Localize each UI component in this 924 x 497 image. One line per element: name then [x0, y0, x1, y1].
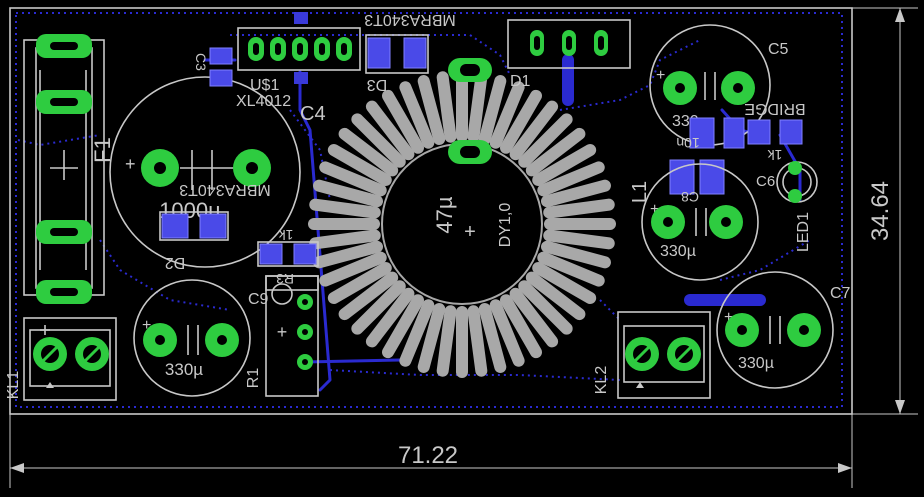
width-dimension-label: 71.22	[398, 442, 458, 469]
inductor-value-label: 47µ	[432, 196, 457, 233]
kl1-label: KL1	[5, 371, 22, 400]
c8-label: C8	[681, 189, 699, 205]
c2-value-label: 330µ	[165, 360, 203, 379]
inductor-center-mark: +	[464, 221, 476, 243]
diode-d3	[365, 34, 429, 74]
r1-label: R1	[245, 368, 262, 389]
kl2-label: KL2	[593, 366, 610, 395]
d2-label: D2	[165, 254, 186, 271]
c4-label: C4	[300, 103, 326, 125]
inductor-name-label: DY1,0	[497, 203, 514, 248]
board-outline	[9, 7, 853, 415]
svg-text:+: +	[656, 67, 665, 84]
svg-text:+: +	[142, 317, 151, 334]
capacitor-c5: +	[649, 24, 771, 146]
fuse-f1	[23, 34, 105, 304]
svg-text:+: +	[125, 154, 136, 174]
capacitor-value-label: 10n	[676, 135, 699, 151]
u1-chip-label: XL4012	[236, 93, 291, 110]
svg-text:+: +	[724, 309, 733, 326]
capacitor-c2: +	[133, 279, 251, 397]
r3-label: R3	[276, 271, 294, 287]
bridge-label: BRIDGE	[744, 100, 805, 117]
r2-value-label: 1k	[767, 147, 783, 163]
r3-value-label: 1k	[278, 227, 294, 243]
bridge-parts	[669, 117, 803, 195]
toroidal-inductor	[308, 70, 616, 378]
resistor-r3	[257, 241, 319, 267]
ground-fill-outline	[17, 34, 811, 381]
l1-label: L1	[629, 181, 651, 203]
dimension-lines	[9, 7, 918, 488]
d1-label: D1	[510, 73, 531, 90]
c7-value-label: 330µ	[738, 355, 774, 372]
u1-name-label: U$1	[250, 77, 279, 94]
led1	[776, 161, 818, 203]
c3-label: C3	[193, 53, 209, 71]
capacitor-c3	[209, 47, 233, 87]
capacitor-c1: +	[109, 76, 301, 268]
capacitor-c8: +	[641, 163, 759, 281]
c9-label: C9	[248, 291, 269, 308]
c5-label: C5	[768, 41, 789, 58]
c7-label: C7	[830, 285, 851, 302]
regulator-u1	[237, 12, 361, 84]
u1-part-label: MBRA340T3	[364, 11, 456, 28]
d3-label: D3	[367, 76, 388, 93]
svg-text:+: +	[277, 322, 288, 342]
diode-d1	[507, 19, 631, 69]
svg-text:+: +	[650, 201, 659, 218]
inductor-pads	[448, 58, 492, 164]
diode-d2	[159, 211, 229, 241]
led1-label: LED1	[795, 212, 812, 252]
c8-value-label: 330µ	[660, 243, 696, 260]
capacitor-c7: +	[716, 271, 834, 389]
height-dimension-label: 34.64	[867, 181, 894, 241]
terminal-kl2	[617, 311, 711, 399]
terminal-kl1	[23, 317, 117, 401]
c6-label: C6	[756, 173, 775, 190]
potentiometer-r1: +	[265, 275, 319, 397]
c1-part-label: MBRA340T3	[179, 181, 271, 198]
